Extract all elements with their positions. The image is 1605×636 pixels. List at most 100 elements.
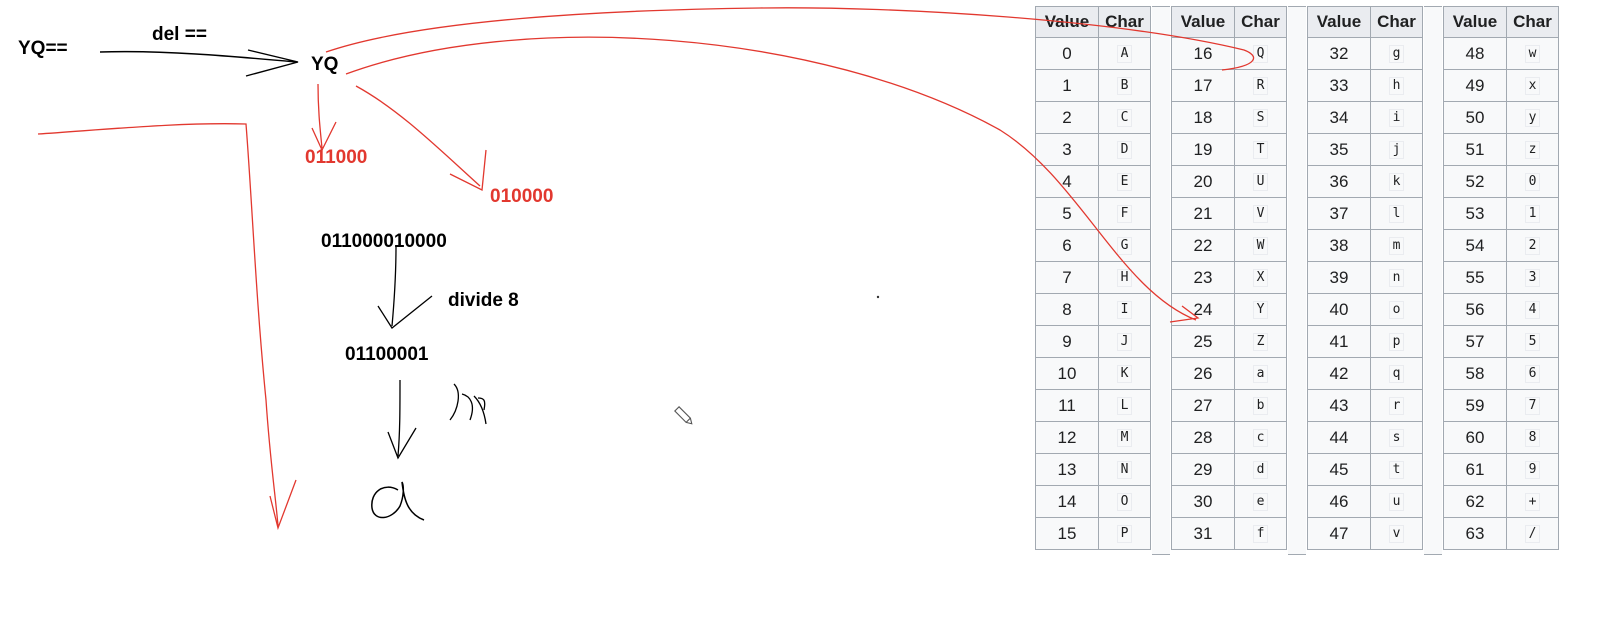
char-code: 4 xyxy=(1524,301,1541,319)
value-cell: 1 xyxy=(1035,69,1099,102)
value-cell: 48 xyxy=(1443,37,1507,70)
char-code: M xyxy=(1116,429,1133,447)
char-cell: v xyxy=(1370,517,1423,550)
char-code: 9 xyxy=(1524,461,1541,479)
table-row: 62+ xyxy=(1443,485,1559,518)
value-cell: 59 xyxy=(1443,389,1507,422)
value-cell: 10 xyxy=(1035,357,1099,390)
value-cell: 63 xyxy=(1443,517,1507,550)
char-code: i xyxy=(1388,109,1405,127)
handwritten-glyph xyxy=(449,383,487,425)
value-cell: 21 xyxy=(1171,197,1235,230)
table-row: 46 u xyxy=(1307,485,1423,518)
value-cell: 16 xyxy=(1171,37,1235,70)
char-code: K xyxy=(1116,365,1133,383)
char-cell: 4 xyxy=(1506,293,1559,326)
input-string: YQ== xyxy=(18,38,68,59)
char-code: n xyxy=(1388,269,1405,287)
value-cell: 53 xyxy=(1443,197,1507,230)
value-cell: 2 xyxy=(1035,101,1099,134)
char-cell: Z xyxy=(1234,325,1287,358)
arrow-to-char xyxy=(387,379,417,460)
char-cell: V xyxy=(1234,197,1287,230)
value-cell: 9 xyxy=(1035,325,1099,358)
char-code: 0 xyxy=(1524,173,1541,191)
char-code: / xyxy=(1524,525,1541,543)
char-cell: S xyxy=(1234,101,1287,134)
char-cell: Q xyxy=(1234,37,1287,70)
char-code: h xyxy=(1388,77,1405,95)
divide-label: divide 8 xyxy=(448,290,519,311)
arrow-q-to-binary xyxy=(355,85,487,192)
char-code: p xyxy=(1388,333,1405,351)
char-cell: j xyxy=(1370,133,1423,166)
arrow-divide xyxy=(377,245,433,329)
char-cell: 2 xyxy=(1506,229,1559,262)
header-char: Char xyxy=(1098,6,1151,38)
char-code: S xyxy=(1252,109,1269,127)
table-spacer xyxy=(1152,6,1170,555)
char-cell: o xyxy=(1370,293,1423,326)
value-cell: 57 xyxy=(1443,325,1507,358)
stripped-string: YQ xyxy=(311,54,339,75)
char-cell: F xyxy=(1098,197,1151,230)
char-cell: 0 xyxy=(1506,165,1559,198)
char-cell: W xyxy=(1234,229,1287,262)
value-cell: 4 xyxy=(1035,165,1099,198)
char-cell: p xyxy=(1370,325,1423,358)
char-code: P xyxy=(1116,525,1133,543)
header-char: Char xyxy=(1234,6,1287,38)
char-cell: b xyxy=(1234,389,1287,422)
char-code: g xyxy=(1388,45,1405,63)
value-cell: 0 xyxy=(1035,37,1099,70)
char-code: u xyxy=(1388,493,1405,511)
char-code: W xyxy=(1252,237,1269,255)
value-cell: 42 xyxy=(1307,357,1371,390)
value-cell: 30 xyxy=(1171,485,1235,518)
header-value: Value xyxy=(1307,6,1371,38)
char-cell: y xyxy=(1506,101,1559,134)
char-code: f xyxy=(1252,525,1269,543)
char-code: I xyxy=(1116,301,1133,319)
pencil-icon xyxy=(674,406,693,425)
binary-joined: 011000010000 xyxy=(321,231,447,252)
char-cell: g xyxy=(1370,37,1423,70)
value-cell: 12 xyxy=(1035,421,1099,454)
char-code: r xyxy=(1388,397,1405,415)
value-cell: 11 xyxy=(1035,389,1099,422)
char-cell: n xyxy=(1370,261,1423,294)
value-cell: 46 xyxy=(1307,485,1371,518)
char-cell: h xyxy=(1370,69,1423,102)
char-cell: / xyxy=(1506,517,1559,550)
char-cell: A xyxy=(1098,37,1151,70)
value-cell: 51 xyxy=(1443,133,1507,166)
value-cell: 7 xyxy=(1035,261,1099,294)
header-value: Value xyxy=(1443,6,1507,38)
value-cell: 29 xyxy=(1171,453,1235,486)
char-cell: E xyxy=(1098,165,1151,198)
char-code: A xyxy=(1116,45,1133,63)
